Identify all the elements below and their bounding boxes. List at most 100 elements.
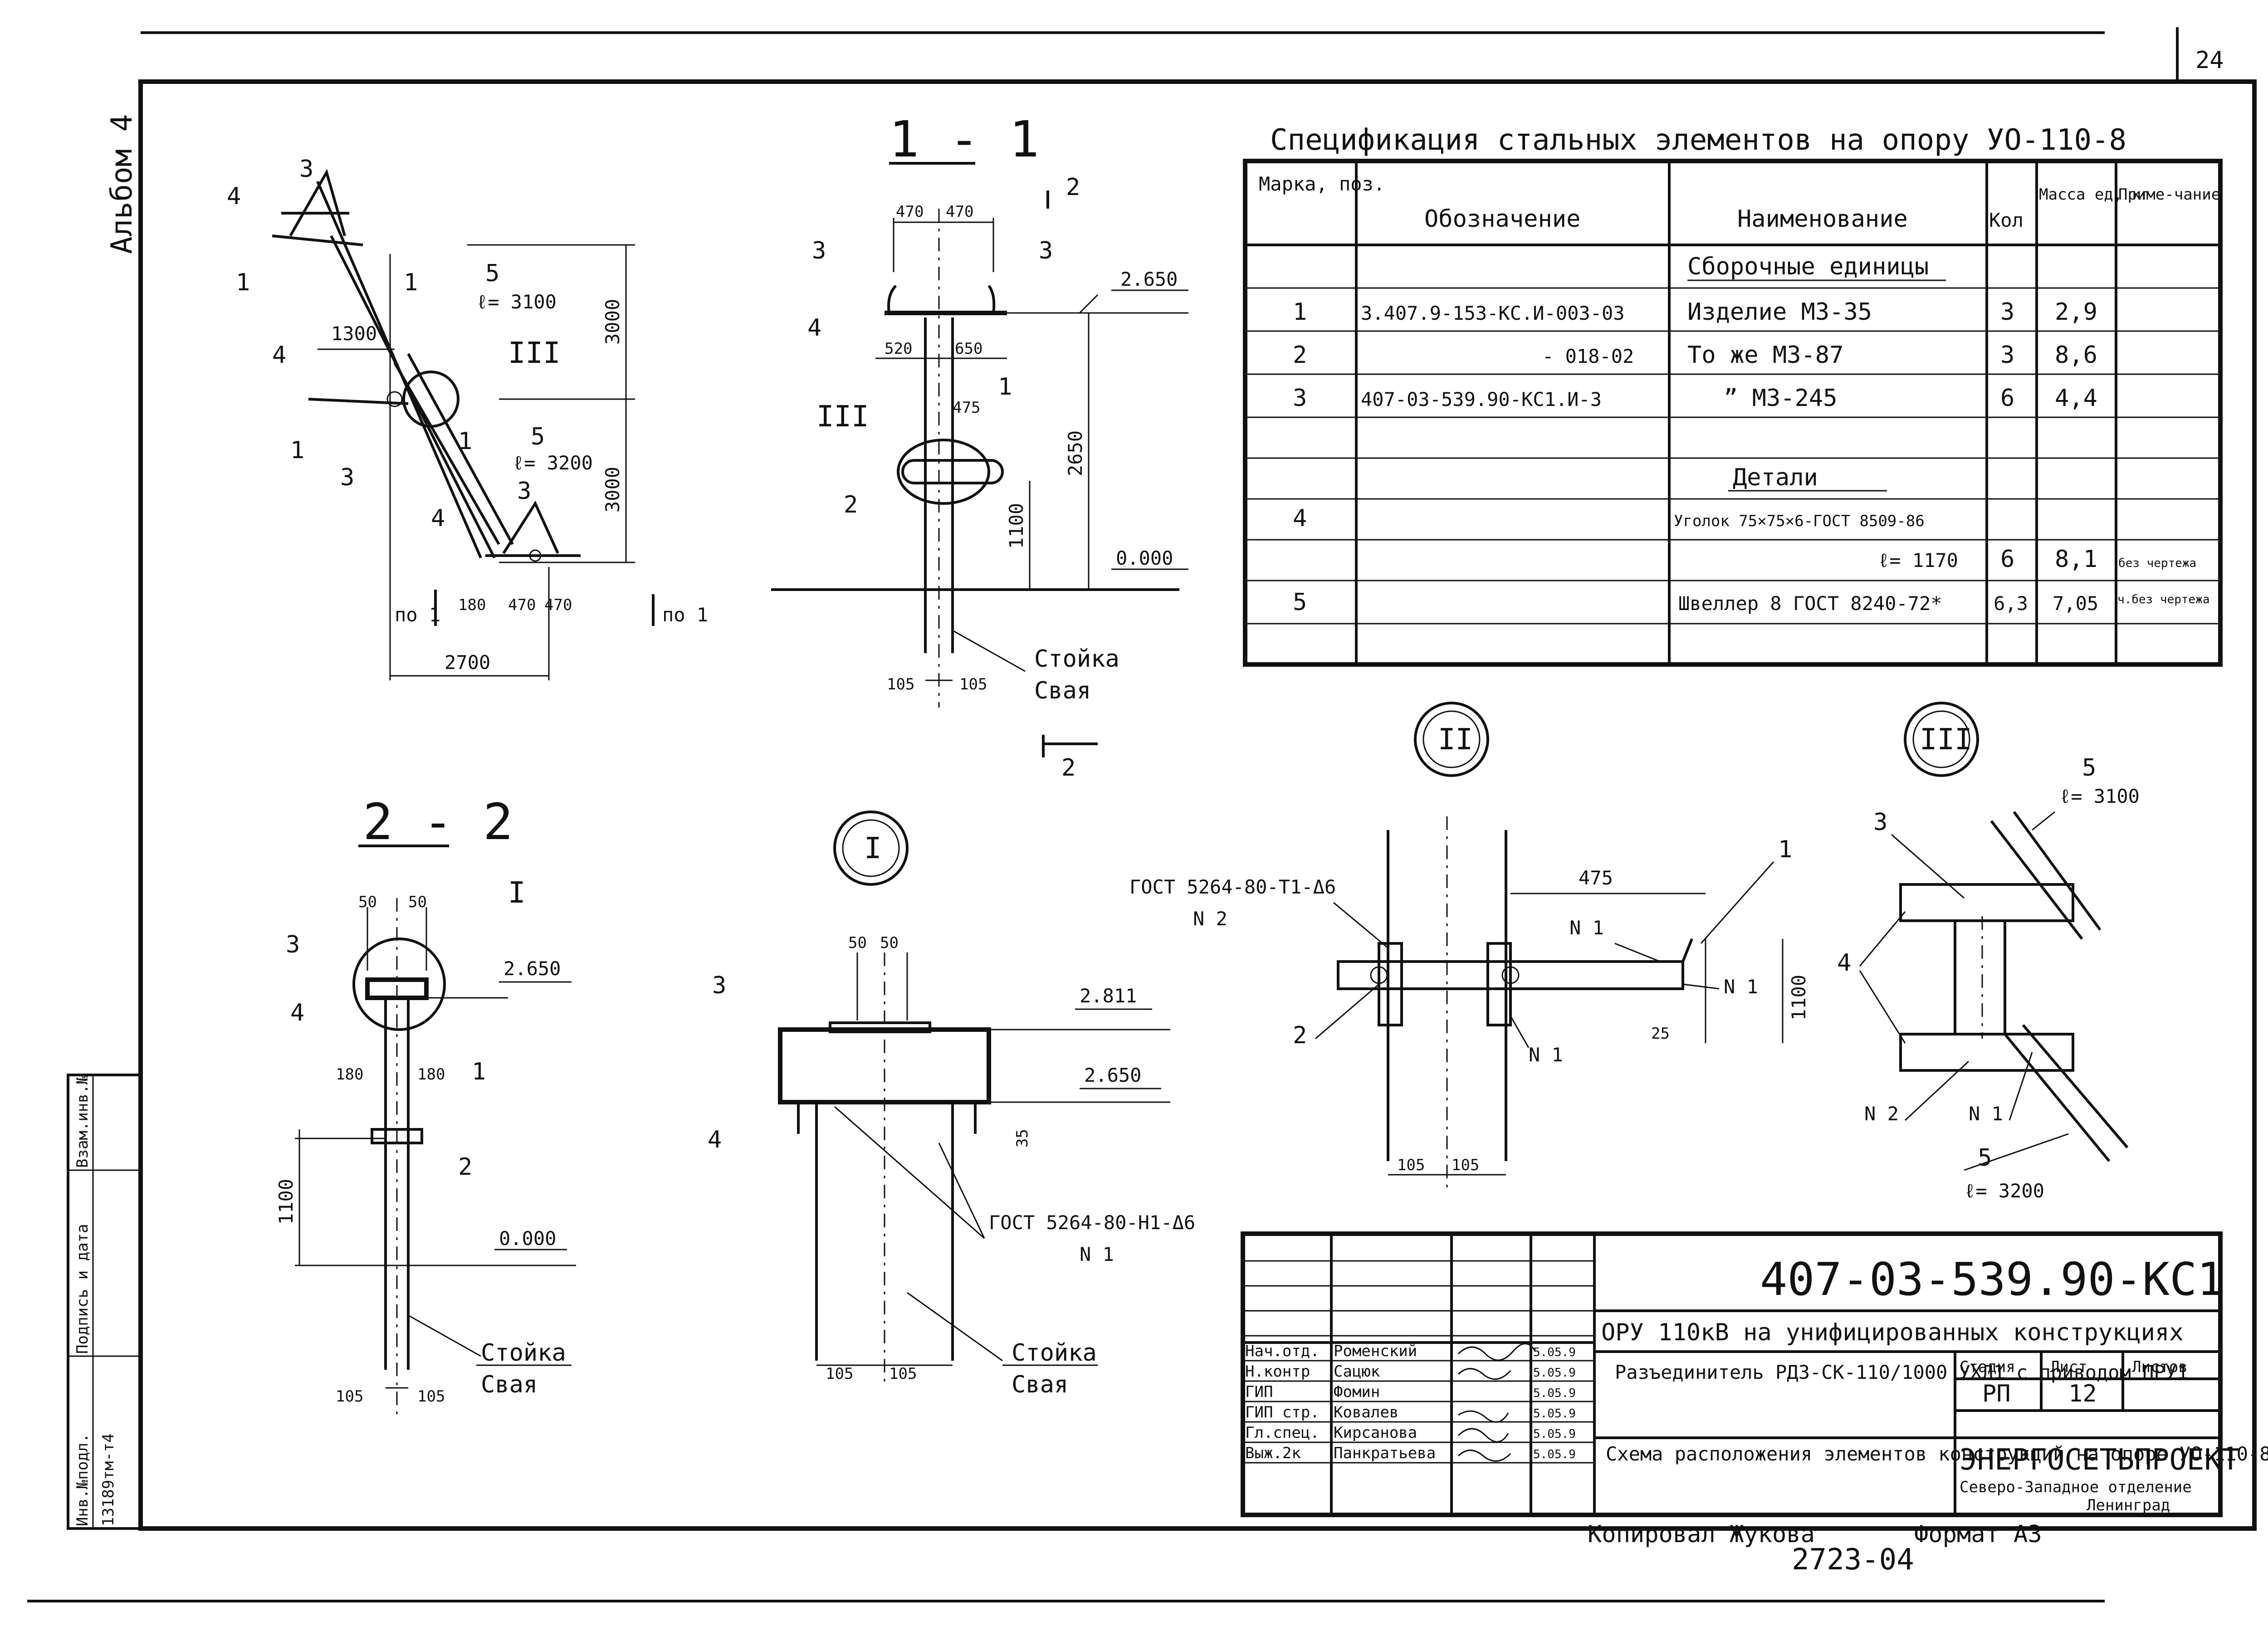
svg-text:2: 2 <box>1293 1022 1307 1049</box>
product-name: Разъединитель РДЗ-СК-110/1000 УХЛ1 с при… <box>1615 1361 2188 1383</box>
node-ii-label: II <box>1438 723 1473 757</box>
svg-text:3.407.9-153-КС.И-003-03: 3.407.9-153-КС.И-003-03 <box>1361 302 1625 324</box>
svg-text:Листов: Листов <box>2132 1358 2188 1376</box>
svg-text:Изделие МЗ-35: Изделие МЗ-35 <box>1687 298 1872 326</box>
svg-text:Свая: Свая <box>1012 1371 1068 1398</box>
signature-scribble <box>1458 1410 1509 1423</box>
svg-text:Свая: Свая <box>481 1371 538 1398</box>
svg-text:Приме-чание: Приме-чание <box>2118 186 2220 204</box>
svg-text:N 1: N 1 <box>1569 917 1604 939</box>
svg-text:1100: 1100 <box>275 1179 297 1225</box>
svg-text:Взам.инв.№: Взам.инв.№ <box>73 1075 92 1168</box>
svg-text:Инв.№подл.: Инв.№подл. <box>73 1433 92 1526</box>
svg-text:5: 5 <box>485 260 499 287</box>
section-2-2-title: 2 - 2 <box>363 793 513 851</box>
svg-text:3: 3 <box>517 478 531 505</box>
svg-text:ч.без чертежа: ч.без чертежа <box>2117 593 2210 606</box>
svg-text:Панкратьева: Панкратьева <box>1334 1444 1436 1462</box>
svg-text:1: 1 <box>458 428 472 455</box>
node-i-label: I <box>864 832 882 865</box>
svg-text:по 1: по 1 <box>662 604 708 626</box>
svg-text:4,4: 4,4 <box>2055 385 2097 412</box>
svg-text:105: 105 <box>887 675 914 693</box>
svg-text:2,9: 2,9 <box>2055 298 2097 326</box>
svg-text:3: 3 <box>712 972 726 999</box>
section-1-1: 1 - 1 470 470 520 650 475 2650 1100 2.65… <box>771 110 1188 781</box>
section-2-2: 2 - 2 50 50 180 180 1100 2.650 0.000 105… <box>275 793 576 1420</box>
node-i: I 50 50 2.811 2.650 35 105 105 Стойка Св… <box>708 811 1195 1398</box>
svg-text:1: 1 <box>290 437 304 464</box>
svg-text:ℓ= 3100: ℓ= 3100 <box>476 291 557 313</box>
svg-text:Гл.спец.: Гл.спец. <box>1245 1424 1320 1442</box>
svg-text:475: 475 <box>1579 867 1613 889</box>
signature-scribble <box>1457 1450 1511 1462</box>
svg-text:Масса ед, кг: Масса ед, кг <box>2039 186 2151 204</box>
title-block: 407-03-539.90-КС1 ОРУ 110кВ на унифициро… <box>1241 1231 2268 1577</box>
section-assemblies: Сборочные единицы <box>1687 253 1929 280</box>
svg-text:Нач.отд.: Нач.отд. <box>1245 1342 1320 1360</box>
svg-text:105: 105 <box>959 675 987 693</box>
svg-text:5: 5 <box>2082 754 2096 781</box>
svg-text:2.650: 2.650 <box>1120 268 1178 290</box>
svg-text:2.811: 2.811 <box>1080 985 1137 1007</box>
svg-text:Стойка: Стойка <box>1034 645 1119 673</box>
svg-text:4: 4 <box>272 342 286 369</box>
signer-row: Выж.2к Панкратьева 5.05.9 <box>1245 1444 1576 1462</box>
svg-text:4: 4 <box>1293 505 1307 532</box>
svg-text:ℓ= 1170: ℓ= 1170 <box>1878 549 1958 571</box>
svg-text:5.05.9: 5.05.9 <box>1533 1448 1576 1461</box>
signer-row: Гл.спец. Кирсанова 5.05.9 <box>1245 1424 1576 1442</box>
elevation-view: 1300 3000 3000 2700 180 470 470 3 4 5 ℓ=… <box>227 156 708 680</box>
svg-text:4: 4 <box>1837 949 1851 977</box>
svg-text:105: 105 <box>336 1387 363 1406</box>
svg-text:I: I <box>508 876 526 910</box>
section-details: Детали <box>1733 464 1818 491</box>
svg-text:Н.контр: Н.контр <box>1245 1363 1310 1381</box>
svg-text:ГИП стр.: ГИП стр. <box>1245 1403 1320 1421</box>
svg-text:2: 2 <box>1061 754 1075 781</box>
svg-text:180: 180 <box>336 1065 363 1084</box>
svg-text:4: 4 <box>290 999 304 1026</box>
svg-text:1: 1 <box>1293 298 1307 326</box>
svg-text:То же МЗ-87: То же МЗ-87 <box>1687 342 1843 369</box>
svg-text:N 1: N 1 <box>1529 1044 1563 1066</box>
svg-text:2: 2 <box>1066 174 1080 201</box>
svg-text:105: 105 <box>1397 1156 1425 1174</box>
svg-text:3: 3 <box>299 156 313 183</box>
svg-text:2: 2 <box>1293 342 1307 369</box>
svg-text:105: 105 <box>826 1365 853 1383</box>
signer-row: Нач.отд. Роменский 5.05.9 <box>1245 1342 1576 1360</box>
svg-text:Уголок 75×75×6-ГОСТ 8509-86: Уголок 75×75×6-ГОСТ 8509-86 <box>1674 512 1925 530</box>
svg-text:3: 3 <box>1293 385 1307 412</box>
svg-text:Лист: Лист <box>2050 1358 2087 1376</box>
svg-text:0.000: 0.000 <box>499 1227 556 1250</box>
table-row: ℓ= 1170 6 8,1 без чертежа <box>1878 546 2196 573</box>
svg-text:Ковалев: Ковалев <box>1334 1403 1398 1421</box>
svg-text:5.05.9: 5.05.9 <box>1533 1346 1576 1359</box>
svg-text:470: 470 <box>508 596 536 614</box>
svg-text:2: 2 <box>844 491 858 518</box>
svg-text:N 1: N 1 <box>1080 1243 1114 1265</box>
svg-text:4: 4 <box>708 1126 722 1153</box>
svg-text:Стадия: Стадия <box>1960 1358 2015 1376</box>
svg-text:3000: 3000 <box>601 299 624 345</box>
signer-row: ГИП Фомин 5.05.9 <box>1245 1383 1576 1401</box>
signer-row: Н.контр Сацюк 5.05.9 <box>1245 1363 1576 1381</box>
doc-code: 407-03-539.90-КС1 <box>1760 1253 2224 1306</box>
svg-text:470: 470 <box>896 203 924 221</box>
svg-text:470: 470 <box>946 203 973 221</box>
sheet-title: Схема расположения элементов конструкций… <box>1606 1443 2268 1465</box>
svg-text:407-03-539.90-КС1.И-3: 407-03-539.90-КС1.И-3 <box>1361 388 1602 410</box>
project-name: ОРУ 110кВ на унифицированных конструкция… <box>1601 1319 2184 1346</box>
svg-text:50: 50 <box>848 934 867 952</box>
left-stamp: Взам.инв.№ Подпись и дата Инв.№подл. 131… <box>67 1074 142 1530</box>
order-number: 2723-04 <box>1792 1543 1914 1577</box>
sheet-frame: 24 Альбом 4 <box>27 27 2257 1602</box>
svg-text:5.05.9: 5.05.9 <box>1533 1427 1576 1441</box>
svg-text:Сацюк: Сацюк <box>1334 1363 1380 1381</box>
svg-text:13189тм-т4: 13189тм-т4 <box>99 1433 117 1526</box>
svg-text:470: 470 <box>544 596 572 614</box>
svg-text:7,05: 7,05 <box>2053 592 2098 615</box>
svg-text:1300: 1300 <box>331 322 377 345</box>
